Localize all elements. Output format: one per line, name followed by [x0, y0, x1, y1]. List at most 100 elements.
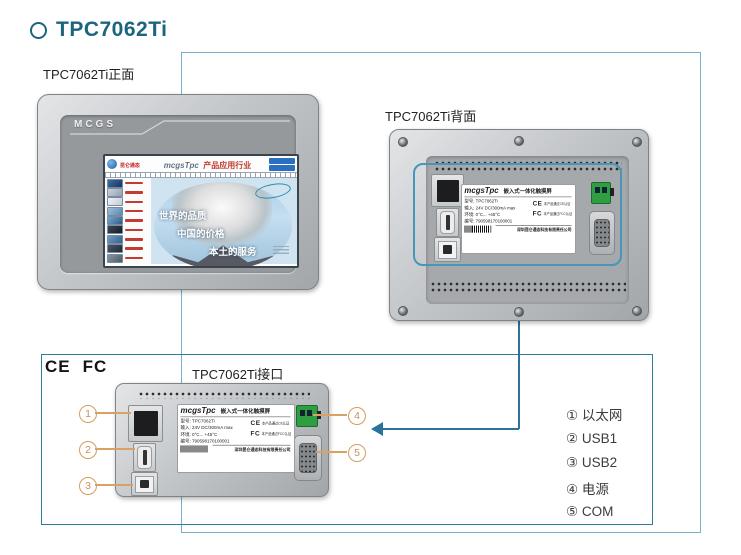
label-input: 输入: 24V DC/300mA max — [180, 425, 233, 431]
screen-title: mcgsTpc 产品应用行业 — [149, 156, 266, 173]
screen-body: 世界的品质 中国的价格 本土的服务 — [105, 178, 297, 266]
certification-marks: CE FC — [45, 357, 107, 377]
screw-icon — [632, 306, 642, 316]
front-bezel: MCGS 昆仑通态 mcgsTpc 产品应用行业 — [60, 115, 299, 273]
front-device: MCGS 昆仑通态 mcgsTpc 产品应用行业 — [37, 94, 319, 290]
callout-line-4 — [313, 414, 347, 416]
label-brand: mcgsTpc — [180, 406, 216, 416]
label-env: 环境: 0°C... +45°C — [180, 431, 218, 437]
ethernet-port-icon — [128, 405, 163, 442]
usb2-port-icon — [131, 472, 158, 496]
menu-item — [107, 197, 149, 207]
annotation-box-outer — [181, 52, 701, 533]
back-recess-panel: mcgsTpc 嵌入式一体化触摸屏 型号: TPC7062Ti 输入: 24V … — [426, 156, 629, 304]
screen-title-suffix: 产品应用行业 — [203, 161, 252, 170]
legend-item-usb2: ③ USB2 — [566, 455, 618, 471]
label-product: 嵌入式一体化触摸屏 — [503, 188, 552, 195]
callout-3: 3 — [79, 477, 97, 495]
page-title: TPC7062Ti — [30, 18, 168, 42]
menu-item — [107, 216, 149, 226]
menu-item — [107, 206, 149, 216]
port-legend: ① 以太网 ② USB1 ③ USB2 ④ 电源 ⑤ COM — [566, 402, 622, 525]
fcc-note: 本产品通过FCC认证 — [543, 212, 573, 216]
label-model: 型号: TPC7062Ti — [180, 418, 215, 424]
screw-icon — [632, 137, 642, 147]
annotation-box-legend — [41, 354, 653, 525]
legend-item-ethernet: ① 以太网 — [566, 408, 623, 424]
screen-ruler-strip — [105, 172, 297, 178]
fcc-mark: FC — [82, 357, 108, 376]
label-input: 输入: 24V DC/300mA max — [464, 205, 516, 211]
spec-label: mcgsTpc 嵌入式一体化触摸屏 型号: TPC7062Ti 输入: 24V … — [461, 184, 576, 254]
ce-note: 本产品通过CE认证 — [543, 201, 571, 206]
connector-line-horizontal — [382, 428, 519, 430]
circle-bullet-icon — [30, 21, 47, 39]
vent-holes-bottom — [430, 281, 626, 294]
power-terminal-icon — [591, 182, 614, 204]
front-view-label: TPC7062Ti正面 — [43, 67, 135, 82]
menu-item — [107, 253, 149, 263]
callout-line-5 — [316, 451, 347, 453]
label-company: 深圳昆仑通态科技有限责任公司 — [212, 444, 291, 453]
corner-stamp — [273, 246, 289, 254]
fcc-mark: FC — [250, 429, 261, 437]
com-port-icon — [589, 211, 615, 255]
vent-holes-top — [138, 391, 310, 399]
connector-highlight-box — [413, 163, 622, 266]
page-title-text: TPC7062Ti — [56, 18, 168, 41]
menu-item — [107, 225, 149, 235]
callout-4: 4 — [348, 407, 366, 425]
screw-icon — [398, 306, 408, 316]
front-screen: 昆仑通态 mcgsTpc 产品应用行业 — [103, 154, 299, 268]
screen-title-brand: mcgsTpc — [163, 161, 199, 170]
barcode-icon — [180, 445, 209, 453]
label-env: 环境: 0°C... +45°C — [464, 211, 501, 217]
usb2-port-icon — [434, 237, 461, 262]
ce-mark: CE — [532, 199, 543, 207]
ce-mark: CE — [45, 357, 71, 376]
slogan-line-3: 本土的服务 — [209, 247, 257, 258]
menu-item — [107, 187, 149, 197]
bezel-decoration — [70, 120, 290, 135]
ash-cloud — [172, 182, 272, 246]
barcode-icon — [464, 225, 492, 233]
connector-arrowhead-icon — [371, 422, 383, 436]
legend-item-com: ⑤ COM — [566, 504, 614, 520]
screen-menu — [105, 178, 151, 264]
fcc-note: 本产品通过FCC认证 — [261, 432, 292, 436]
kunlun-logo-text: 昆仑通态 — [120, 162, 140, 169]
slogan-line-2: 中国的价格 — [177, 229, 225, 240]
connector-line-vertical — [518, 262, 520, 429]
ce-note: 本产品通过CE认证 — [262, 421, 290, 426]
fcc-mark: FC — [532, 209, 543, 217]
usb1-port-icon — [436, 208, 459, 237]
screen-header: 昆仑通态 mcgsTpc 产品应用行业 — [105, 156, 297, 172]
kunlun-logo-icon — [107, 159, 117, 169]
label-company: 深圳昆仑通态科技有限责任公司 — [495, 225, 572, 233]
label-product: 嵌入式一体化触摸屏 — [220, 408, 271, 415]
power-terminal-icon — [296, 405, 321, 427]
callout-line-3 — [95, 484, 133, 486]
screw-icon — [514, 307, 524, 317]
ce-mark: CE — [250, 419, 261, 427]
legend-item-power: ④ 电源 — [566, 481, 609, 497]
callout-line-2 — [95, 448, 135, 450]
ethernet-port-icon — [431, 174, 464, 207]
slogan-line-1: 世界的品质 — [159, 211, 207, 222]
screen-main-image: 世界的品质 中国的价格 本土的服务 — [151, 178, 297, 266]
back-device: mcgsTpc 嵌入式一体化触摸屏 型号: TPC7062Ti 输入: 24V … — [389, 129, 649, 321]
interface-view-label: TPC7062Ti接口 — [192, 367, 284, 382]
label-brand: mcgsTpc — [464, 186, 499, 196]
callout-line-1 — [95, 412, 131, 414]
spec-label: mcgsTpc 嵌入式一体化触摸屏 型号: TPC7062Ti 输入: 24V … — [177, 404, 295, 473]
callout-5: 5 — [348, 444, 366, 462]
screw-icon — [398, 137, 408, 147]
label-model: 型号: TPC7062Ti — [464, 198, 498, 204]
screw-icon — [514, 136, 524, 146]
label-serial: 编号: 790598170100001 — [180, 438, 230, 444]
mcgs-logo: MCGS — [74, 119, 116, 130]
volcano-photo — [154, 182, 292, 266]
com-port-icon — [294, 435, 322, 481]
legend-item-usb1: ② USB1 — [566, 430, 618, 446]
